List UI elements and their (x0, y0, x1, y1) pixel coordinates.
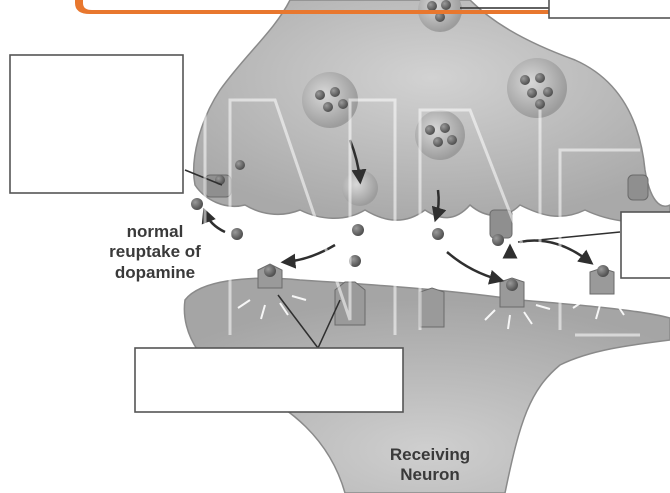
reuptake-line-2: reuptake of (70, 242, 240, 262)
answer-box-1 (10, 55, 183, 193)
reuptake-line-1: normal (70, 222, 240, 242)
answer-box-3 (621, 212, 670, 278)
reuptake-label: normal reuptake of dopamine (70, 222, 240, 283)
receiving-line-2: Neuron (360, 465, 500, 485)
vesicle (507, 58, 567, 118)
answer-box-4 (549, 0, 670, 18)
vesicle (415, 110, 465, 160)
receiving-neuron-label: Receiving Neuron (360, 445, 500, 486)
receiving-line-1: Receiving (360, 445, 500, 465)
reuptake-line-3: dopamine (70, 263, 240, 283)
answer-box-2 (135, 348, 403, 412)
